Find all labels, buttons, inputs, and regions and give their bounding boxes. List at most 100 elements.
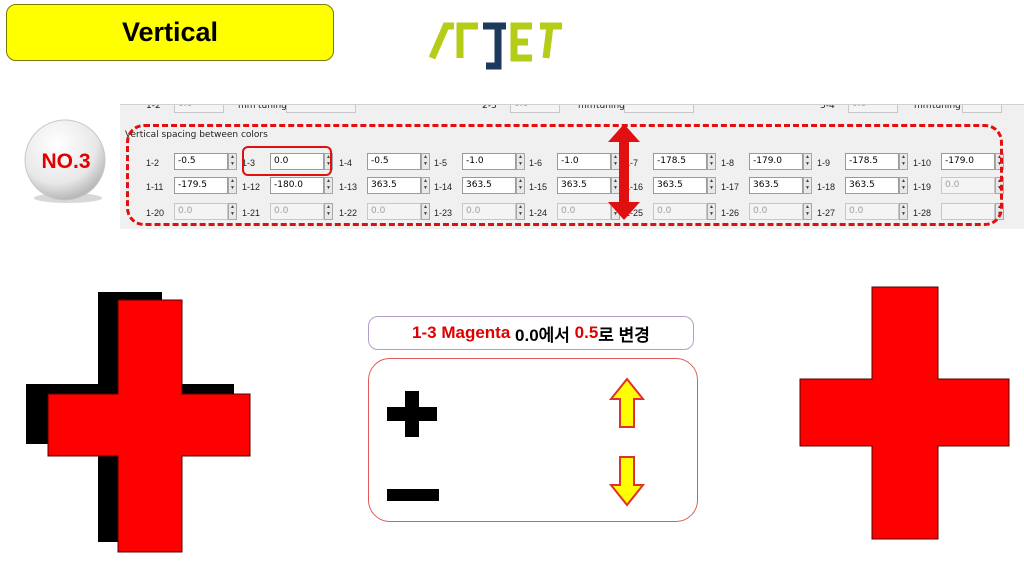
top-input-2[interactable]: 0.0: [510, 105, 560, 113]
spacing-field-label: 1-28: [913, 208, 932, 218]
spacing-field-input[interactable]: 363.5: [462, 177, 516, 194]
spacing-field-label: 1-26: [721, 208, 740, 218]
spacing-field-label: 1-19: [913, 182, 932, 192]
spinner-icon[interactable]: ▲▼: [421, 153, 430, 170]
top-input-3[interactable]: 0.0: [848, 105, 898, 113]
spacing-field-input[interactable]: -1.0: [462, 153, 516, 170]
spacing-field-label: 1-13: [339, 182, 358, 192]
spacing-field-label: 1-10: [913, 158, 932, 168]
top-tuning-input-1[interactable]: [286, 105, 356, 113]
spacing-field-input[interactable]: 0.0: [174, 203, 228, 220]
spacing-field-input[interactable]: 363.5: [557, 177, 611, 194]
title-banner: Vertical: [6, 4, 334, 61]
change-caption: 1-3 Magenta 0.0에서 0.5 로 변경: [368, 316, 694, 350]
spinner-icon[interactable]: ▲▼: [899, 203, 908, 220]
plus-icon: [387, 391, 437, 437]
spacing-field-label: 1-4: [339, 158, 353, 168]
top-unit-1: mm: [238, 104, 256, 111]
spacing-field-input[interactable]: -179.5: [174, 177, 228, 194]
artjet-logo: [428, 22, 562, 70]
spinner-icon[interactable]: ▲▼: [516, 203, 525, 220]
spacing-field-input[interactable]: -178.5: [653, 153, 707, 170]
spacing-field-input[interactable]: 0.0: [845, 203, 899, 220]
spinner-icon[interactable]: ▲▼: [707, 177, 716, 194]
spinner-icon[interactable]: ▲▼: [324, 203, 333, 220]
spinner-icon[interactable]: ▲▼: [228, 153, 237, 170]
spacing-field-label: 1-3: [242, 158, 256, 168]
caption-field: 1-3 Magenta: [412, 323, 511, 342]
spacing-field-input[interactable]: 0.0: [653, 203, 707, 220]
spacing-field-label: 1-24: [529, 208, 548, 218]
misaligned-cross-icon: [26, 292, 251, 553]
spacing-field-input[interactable]: 0.0: [270, 203, 324, 220]
spinner-icon[interactable]: ▲▼: [803, 153, 812, 170]
spacing-field-input[interactable]: -0.5: [367, 153, 421, 170]
step-badge: NO.3: [24, 119, 106, 203]
badge-text: NO.3: [41, 150, 90, 173]
top-tuning-1: tuning: [258, 104, 287, 111]
spacing-field-input[interactable]: 0.0: [941, 177, 995, 194]
spinner-icon[interactable]: ▲▼: [707, 153, 716, 170]
title-text: Vertical: [121, 17, 219, 47]
arrow-down-icon: [609, 456, 645, 507]
spacing-field-input[interactable]: -0.5: [174, 153, 228, 170]
spacing-field-label: 1-18: [817, 182, 836, 192]
spinner-icon[interactable]: ▲▼: [516, 177, 525, 194]
spacing-field-label: 1-8: [721, 158, 735, 168]
spacing-field-label: 1-17: [721, 182, 740, 192]
spinner-icon[interactable]: ▲▼: [899, 153, 908, 170]
spacing-field-label: 1-6: [529, 158, 543, 168]
double-arrow-icon: [608, 124, 640, 220]
spinner-icon[interactable]: ▲▼: [228, 203, 237, 220]
spinner-icon[interactable]: ▲▼: [995, 153, 1004, 170]
spacing-field-input[interactable]: 363.5: [653, 177, 707, 194]
top-input-1[interactable]: 0.0: [174, 105, 224, 113]
spinner-icon[interactable]: ▲▼: [516, 153, 525, 170]
spinner-icon[interactable]: ▲▼: [228, 177, 237, 194]
spinner-icon[interactable]: ▲▼: [324, 177, 333, 194]
spinner-icon[interactable]: ▲▼: [995, 177, 1004, 194]
top-label-2: 2-3: [482, 104, 497, 111]
spacing-field-input[interactable]: 0.0: [557, 203, 611, 220]
spacing-field-input[interactable]: 0.0: [367, 203, 421, 220]
spacing-field-input[interactable]: 363.5: [845, 177, 899, 194]
spinner-icon[interactable]: ▲▼: [803, 177, 812, 194]
spacing-field-input[interactable]: [941, 203, 995, 220]
spacing-field-input[interactable]: -179.0: [941, 153, 995, 170]
spinner-icon[interactable]: ▲▼: [421, 203, 430, 220]
spinner-icon[interactable]: ▲▼: [707, 203, 716, 220]
spacing-field-input[interactable]: 0.0: [270, 153, 324, 170]
spacing-field-input[interactable]: -178.5: [845, 153, 899, 170]
top-label-3: 3-4: [820, 104, 835, 111]
top-tuning-input-2[interactable]: [624, 105, 694, 113]
spacing-field-label: 1-12: [242, 182, 261, 192]
top-tuning-3: tuning: [932, 104, 961, 111]
spinner-icon[interactable]: ▲▼: [803, 203, 812, 220]
spacing-field-input[interactable]: -179.0: [749, 153, 803, 170]
spacing-field-label: 1-23: [434, 208, 453, 218]
spacing-field-input[interactable]: 363.5: [749, 177, 803, 194]
arrow-up-icon: [609, 377, 645, 428]
minus-icon: [387, 489, 439, 501]
top-tuning-2: tuning: [596, 104, 625, 111]
spacing-field-label: 1-15: [529, 182, 548, 192]
spacing-field-input[interactable]: -1.0: [557, 153, 611, 170]
spinner-icon[interactable]: ▲▼: [324, 153, 333, 170]
spacing-field-input[interactable]: -180.0: [270, 177, 324, 194]
spacing-field-label: 1-16: [625, 182, 644, 192]
top-tuning-input-3[interactable]: [962, 105, 1002, 113]
spinner-icon[interactable]: ▲▼: [421, 177, 430, 194]
spinner-icon[interactable]: ▲▼: [899, 177, 908, 194]
top-unit-2: mm: [578, 104, 596, 111]
top-unit-3: mm: [914, 104, 932, 111]
top-row: 1-2 0.0 mm tuning 2-3 0.0 mm tuning 3-4 …: [120, 104, 1024, 118]
spacing-field-input[interactable]: 0.0: [749, 203, 803, 220]
spacing-field-label: 1-9: [817, 158, 831, 168]
spinner-icon[interactable]: ▲▼: [995, 203, 1004, 220]
spacing-field-label: 1-14: [434, 182, 453, 192]
spacing-field-label: 1-20: [146, 208, 165, 218]
spacing-field-input[interactable]: 0.0: [462, 203, 516, 220]
spacing-field-label: 1-27: [817, 208, 836, 218]
spacing-field-input[interactable]: 363.5: [367, 177, 421, 194]
caption-value: 0.5: [574, 323, 599, 342]
